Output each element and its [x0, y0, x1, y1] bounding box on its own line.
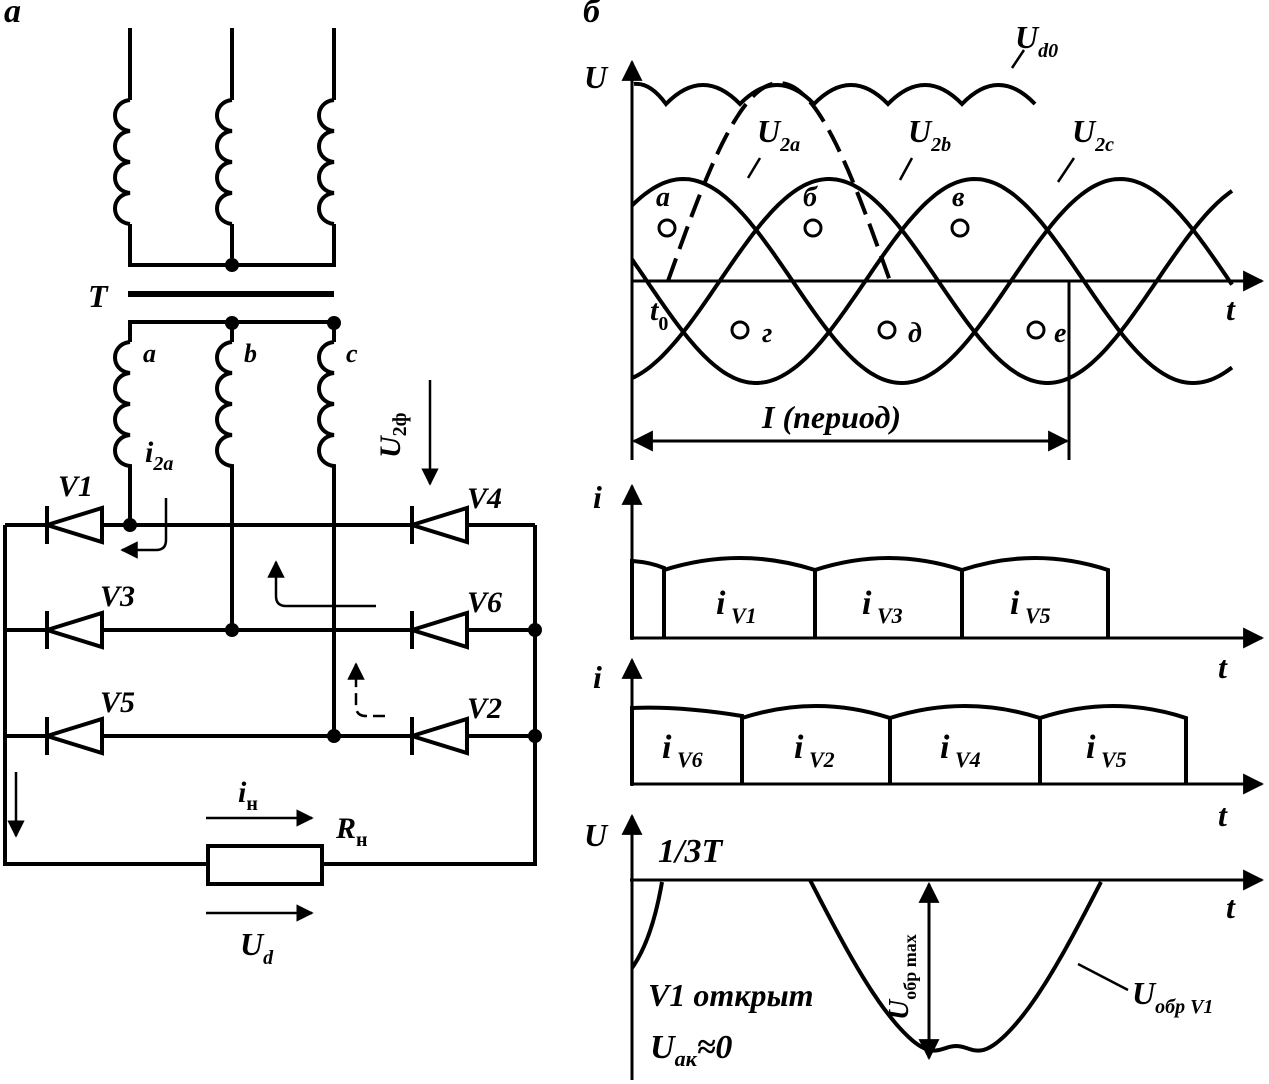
current-path-arrow-3	[347, 662, 385, 718]
current-label-upper-2: i V5	[1010, 585, 1051, 628]
output-voltage-label: Ud	[240, 926, 274, 969]
intersection-point-3	[730, 320, 750, 340]
uobr-v1-leader	[1077, 962, 1129, 992]
diode-v4	[405, 505, 469, 545]
waveform-reverse-voltage	[630, 879, 1103, 1053]
secondary-coil-1	[215, 340, 234, 482]
diode-v5	[40, 716, 104, 756]
point-label-e: е	[1054, 318, 1066, 349]
point-label-d: д	[908, 318, 922, 349]
u2c-leader	[1056, 157, 1076, 183]
waveform-u2c	[630, 176, 1234, 386]
uobr-v1-label: Uобр V1	[1132, 975, 1213, 1018]
waveform-u2b	[631, 177, 1234, 385]
point-label-a: а	[656, 182, 670, 213]
phase-label-c: c	[346, 339, 358, 368]
diode-label-v3: V3	[100, 580, 135, 613]
plot4-u-axis-label: U	[584, 817, 609, 853]
secondary-coil-2	[317, 340, 336, 482]
uobr-max-label: Uобр max	[884, 934, 920, 1020]
primary-coil-0	[113, 98, 131, 226]
diode-label-v6: V6	[467, 586, 502, 619]
plot3-i-axis-label: i	[593, 659, 602, 695]
node-sec-b	[225, 316, 239, 330]
point-label-g: г	[762, 318, 772, 349]
current-labels-upper: i V1 i V3 i V5	[716, 585, 1051, 628]
current-pulses-lower	[630, 704, 1188, 784]
plot1-u-axis-label: U	[584, 59, 609, 95]
panel-a-label: а	[4, 0, 21, 30]
diode-label-v5: V5	[100, 686, 135, 719]
ud0-leader	[1010, 49, 1026, 69]
current-path-arrow-1	[120, 498, 168, 559]
plot3-t-axis-label: t	[1218, 797, 1228, 833]
current-label-upper-0: i V1	[716, 585, 757, 628]
current-label-lower-0: i V6	[662, 729, 703, 772]
intersection-point-4	[877, 320, 897, 340]
waveform-u2a	[630, 176, 1234, 386]
uak-label: Uак≈0	[650, 1029, 732, 1071]
plot4-t-axis-label: t	[1226, 889, 1236, 925]
intersection-point-5	[1026, 320, 1046, 340]
u2a-leader	[746, 157, 762, 179]
phase-label-a: a	[143, 339, 156, 368]
diode-v1	[40, 505, 104, 545]
intersection-point-0	[657, 218, 677, 238]
waveform-ud0	[633, 81, 1037, 108]
node-sec-c	[327, 316, 341, 330]
ud0-label: Ud0	[1015, 19, 1058, 62]
secondary-windings	[113, 340, 336, 482]
u2b-label: U2b	[908, 113, 951, 156]
current-labels-lower: i V6 i V2 i V4 i V5	[662, 729, 1127, 772]
diode-v3	[40, 610, 104, 650]
waveform-line-voltage-dashed	[666, 80, 892, 282]
diode-v6	[405, 610, 469, 650]
u2c-label: U2c	[1072, 113, 1114, 156]
intersection-points	[657, 218, 1046, 340]
plot2-t-axis-label: t	[1218, 649, 1228, 685]
intersection-point-2	[950, 218, 970, 238]
current-label-upper-1: i V3	[862, 585, 903, 628]
point-label-v: в	[952, 182, 965, 213]
diode-v2	[405, 716, 469, 756]
current-pulses-upper	[630, 556, 1110, 638]
load-resistor	[206, 844, 324, 886]
diode-label-v4: V4	[467, 482, 502, 515]
load-label: Rн	[335, 812, 368, 851]
phase-label-b: b	[244, 339, 257, 368]
load-current-label: iн	[238, 776, 258, 815]
current-i2a-label: i2a	[145, 436, 173, 475]
primary-coil-2	[317, 98, 335, 226]
u2a-label: U2a	[757, 113, 800, 156]
panel-b-label: б	[583, 0, 602, 30]
primary-coil-1	[215, 98, 233, 226]
secondary-coil-0	[113, 340, 132, 482]
circuit-schematic: а T a b c	[3, 0, 542, 969]
primary-windings	[113, 98, 335, 226]
t0-label: t0	[650, 294, 668, 335]
voltage-u2f-label: U2ф	[374, 412, 411, 458]
plot1-t-axis-label: t	[1226, 291, 1236, 327]
current-path-arrow-2	[267, 560, 376, 608]
plot2-i-axis-label: i	[593, 479, 602, 515]
node-primary-star	[225, 258, 239, 272]
u2b-leader	[898, 157, 914, 181]
node-rail-right-1	[528, 623, 542, 637]
period-label: I (период)	[761, 399, 901, 435]
node-rail-right-2	[528, 729, 542, 743]
transformer-label: T	[88, 278, 109, 314]
diode-label-v2: V2	[467, 692, 502, 725]
point-label-b: б	[803, 182, 818, 213]
v1-open-label: V1 открыт	[648, 977, 814, 1013]
current-label-lower-3: i V5	[1086, 729, 1127, 772]
current-label-lower-2: i V4	[940, 729, 981, 772]
waveform-plots: б U t Ud0 U2a U2b U2c t0 а б в г д е I (…	[583, 0, 1265, 1080]
diode-label-v1: V1	[58, 470, 93, 503]
third-period-label: 1/3T	[658, 833, 723, 870]
current-label-lower-1: i V2	[794, 729, 835, 772]
intersection-point-1	[803, 218, 823, 238]
